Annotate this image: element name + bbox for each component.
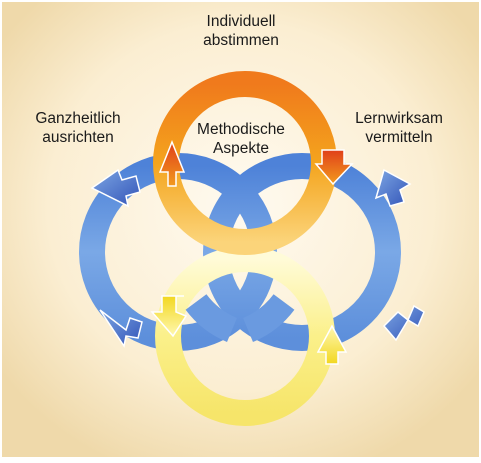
label-top-line2: abstimmen: [203, 32, 279, 49]
label-right-line2: vermitteln: [365, 129, 433, 146]
label-right-line1: Lernwirksam: [355, 110, 443, 127]
blue-arrow-left-bottom: [99, 309, 143, 348]
blue-arrow-left-top: [90, 168, 141, 208]
label-lernwirksam-vermitteln: Lernwirksam vermitteln: [340, 109, 458, 147]
right-blue-ring-overlap: [242, 293, 295, 343]
label-top-line1: Individuell: [206, 13, 276, 30]
label-left-line2: ausrichten: [42, 129, 114, 146]
bottom-yellow-ring: [155, 246, 335, 426]
yellow-arrow-up-right: [316, 324, 348, 365]
label-individuell-abstimmen: Individuell abstimmen: [190, 12, 292, 50]
yellow-arrow-down-left: [150, 295, 188, 338]
label-center-line1: Methodische: [197, 121, 285, 138]
left-blue-ring-overlap: [185, 293, 238, 343]
orange-arrow-down-right: [314, 149, 354, 186]
orange-arrow-up-left: [158, 139, 186, 187]
label-center-line2: Aspekte: [212, 140, 269, 157]
blue-arrow-right-bottom: [382, 304, 425, 342]
blue-arrow-right-top: [374, 168, 412, 207]
label-ganzheitlich-ausrichten: Ganzheitlich ausrichten: [22, 109, 134, 147]
label-left-line1: Ganzheitlich: [35, 110, 121, 127]
label-methodische-aspekte: Methodische Aspekte: [176, 120, 306, 158]
